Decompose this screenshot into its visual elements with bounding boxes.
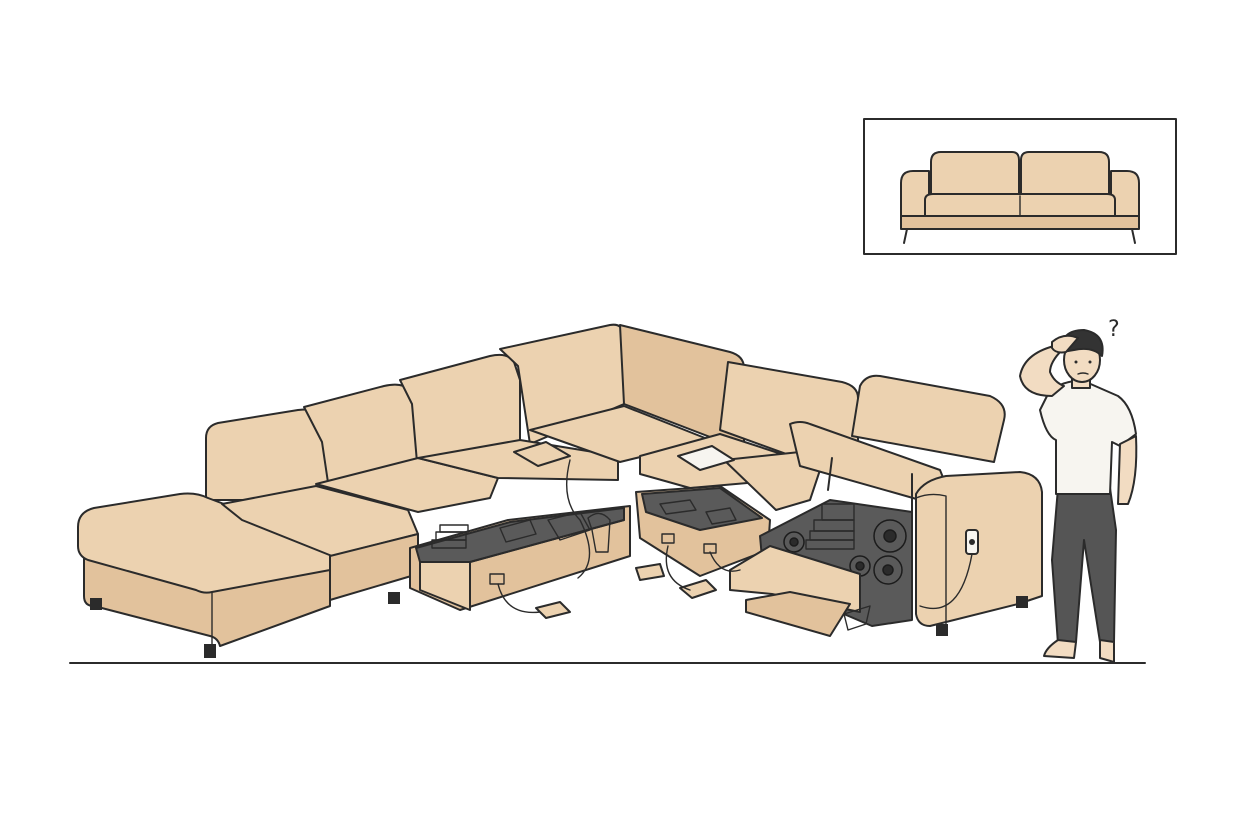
sofa-feet: [90, 592, 1028, 658]
confused-man: ?: [1019, 317, 1138, 663]
man-raised-arm: [1019, 345, 1065, 397]
man-lowered-arm: [1117, 435, 1138, 505]
seat-cushions: [221, 405, 821, 601]
man-right-foot: [1099, 639, 1115, 663]
right-arm: [915, 471, 1043, 627]
stacked-books: [805, 503, 855, 550]
man-left-foot: [1043, 639, 1077, 659]
man-trousers: [1051, 487, 1117, 645]
sectional-sofa: [77, 323, 1043, 658]
man-hand-on-head: [1051, 334, 1079, 354]
corner-storage: [729, 421, 949, 637]
simple-sofa-inset: [863, 118, 1177, 255]
question-mark: ?: [1108, 317, 1120, 342]
open-drawer-middle: [635, 485, 771, 577]
simple-sofa: [900, 151, 1140, 244]
gears-icon: [783, 519, 907, 585]
open-drawer-left: [409, 505, 631, 611]
loose-items: [497, 441, 741, 619]
